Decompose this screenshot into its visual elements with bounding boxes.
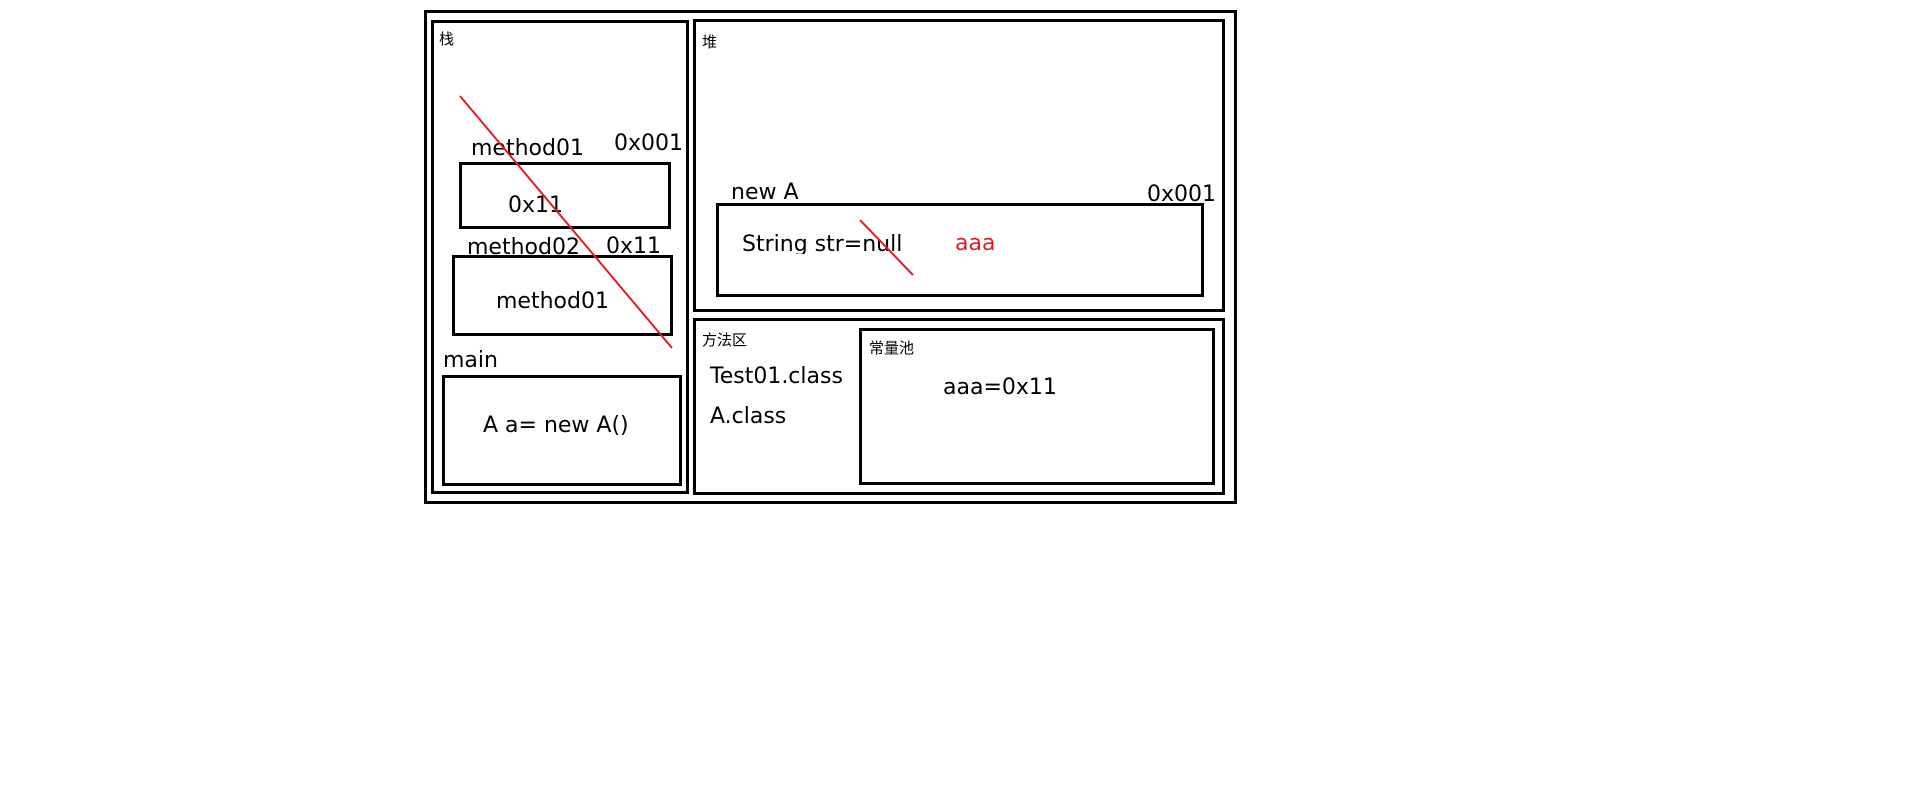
heap-object-field: String str=null xyxy=(742,234,903,254)
method02-frame-content: method01 xyxy=(496,289,609,314)
jvm-memory-frame xyxy=(424,10,1237,504)
heap-region xyxy=(693,19,1225,312)
heap-object-new-value: aaa xyxy=(955,231,996,256)
class-item: A.class xyxy=(710,404,787,429)
method01-frame-content: 0x11 xyxy=(508,193,564,218)
constant-pool xyxy=(859,328,1215,485)
heap-label: 堆 xyxy=(702,33,718,51)
stack-region xyxy=(431,20,689,494)
method01-frame-address: 0x001 xyxy=(614,131,684,156)
method01-frame-label: method01 xyxy=(471,136,584,161)
stack-label: 栈 xyxy=(439,30,455,48)
heap-object xyxy=(716,203,1204,297)
heap-object-address: 0x001 xyxy=(1147,182,1217,207)
method-area-label: 方法区 xyxy=(702,331,748,349)
main-frame xyxy=(442,375,682,486)
method01-frame xyxy=(459,162,671,229)
main-frame-content: A a= new A() xyxy=(483,413,629,438)
constant-pool-label: 常量池 xyxy=(869,339,915,357)
constant-pool-entry: aaa=0x11 xyxy=(943,375,1057,400)
method-area-region xyxy=(693,318,1225,495)
heap-object-label: new A xyxy=(731,180,799,205)
class-item: Test01.class xyxy=(710,364,843,389)
main-frame-label: main xyxy=(443,348,498,373)
